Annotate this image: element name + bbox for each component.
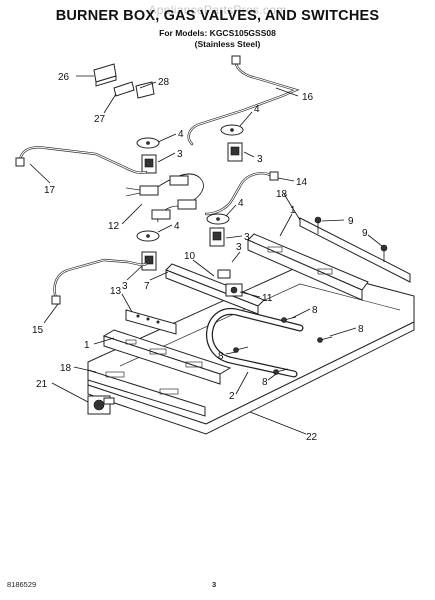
wire-harness-12 [125, 173, 204, 223]
leader-lines [29, 75, 383, 435]
callout-12: 12 [108, 221, 120, 232]
page-number: 3 [212, 580, 217, 589]
bracket-13 [125, 309, 177, 335]
callout-18: 18 [276, 189, 288, 200]
screw-8-a [281, 316, 297, 323]
callout-10: 10 [184, 251, 196, 262]
burner-rail-rear-1 [247, 233, 369, 301]
callout-11: 11 [262, 293, 273, 304]
callout-1: 1 [290, 205, 296, 216]
screw-8-b [317, 336, 333, 343]
document-number: 8186529 [7, 580, 37, 589]
gas-valve-3-d [136, 230, 160, 271]
part-28 [135, 81, 155, 99]
callout-9: 9 [348, 216, 354, 227]
models-line: For Models: KGCS105GSS08 [159, 28, 276, 38]
callout-15: 15 [32, 325, 44, 336]
part-27 [113, 81, 135, 97]
gas-tube-15 [51, 258, 148, 305]
callout-8: 8 [312, 305, 318, 316]
callout-22: 22 [306, 432, 318, 443]
callout-labels: 26 28 27 16 4 4 3 3 17 14 18 12 4 4 9 1 … [32, 72, 368, 443]
callout-4: 4 [238, 198, 244, 209]
callout-18: 18 [60, 363, 72, 374]
burner-rail-front-1 [102, 329, 232, 385]
gas-tube-14 [204, 171, 279, 216]
callout-3: 3 [244, 232, 250, 243]
callout-8: 8 [358, 324, 364, 335]
callout-3: 3 [177, 149, 183, 160]
watermark-text: AppliancePartsPros.com [148, 3, 287, 17]
callout-2: 2 [229, 391, 235, 402]
callout-4: 4 [178, 129, 184, 140]
gas-valve-3-c [206, 213, 230, 247]
callout-4: 4 [174, 221, 180, 232]
front-rail-18 [87, 369, 206, 417]
callout-1: 1 [84, 340, 90, 351]
callout-21: 21 [36, 379, 48, 390]
callout-3: 3 [257, 154, 263, 165]
part-26 [93, 63, 117, 87]
variant-line: (Stainless Steel) [194, 39, 261, 49]
callout-13: 13 [110, 286, 122, 297]
screw-8-c [233, 346, 249, 353]
gas-tube-17 [15, 146, 148, 174]
callout-7: 7 [144, 281, 150, 292]
callout-17: 17 [44, 185, 56, 196]
callout-16: 16 [302, 92, 314, 103]
callout-27: 27 [94, 114, 106, 125]
rear-rail-18 [299, 217, 411, 283]
callout-26: 26 [58, 72, 70, 83]
screw-9-b [380, 244, 388, 262]
callout-3: 3 [236, 242, 242, 253]
callout-9: 9 [362, 228, 368, 239]
screw-9-a [314, 216, 322, 234]
gas-tube-16 [187, 55, 300, 146]
gas-valve-3-a [136, 137, 160, 174]
callout-3: 3 [122, 281, 128, 292]
switch-21 [87, 395, 115, 415]
center-crossbar-10 [165, 263, 265, 315]
u-burner-2 [205, 308, 304, 378]
diagram-title: BURNER BOX, GAS VALVES, AND SWITCHES [55, 8, 380, 24]
callout-28: 28 [158, 77, 170, 88]
callout-4: 4 [254, 104, 260, 115]
gas-valve-3-b [220, 124, 244, 162]
callout-8: 8 [218, 351, 224, 362]
callout-14: 14 [296, 177, 308, 188]
callout-8: 8 [262, 377, 268, 388]
